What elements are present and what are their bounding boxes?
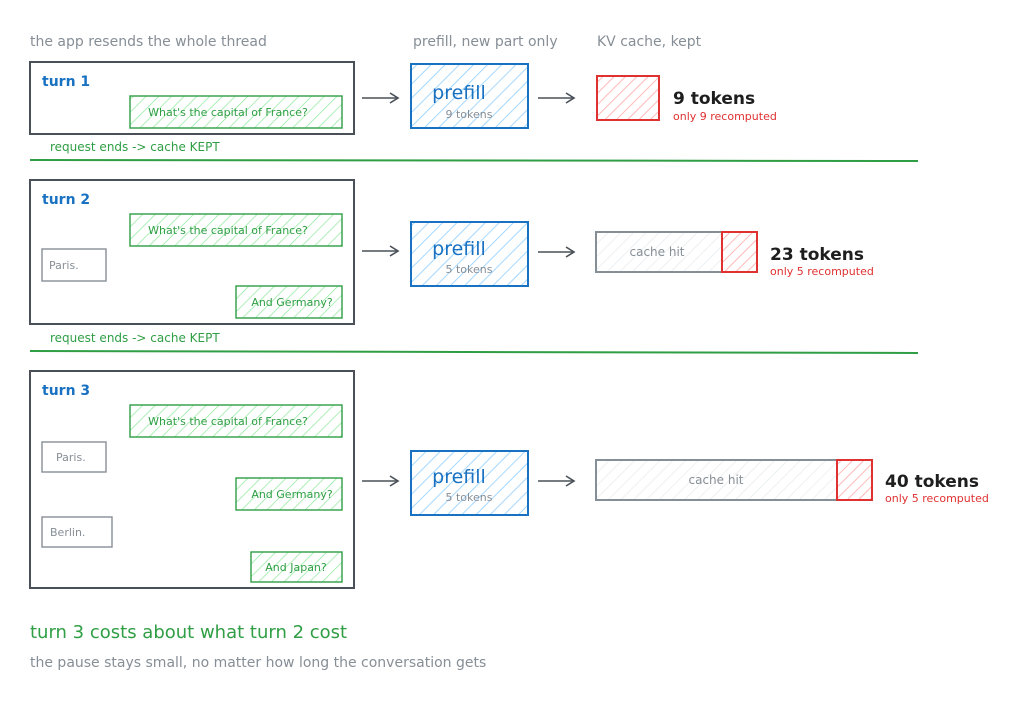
user-message-text: And Japan? — [265, 561, 327, 574]
turn-3-message-5: And Japan? — [250, 551, 343, 583]
turn-3-total-tokens: 40 tokens — [885, 472, 979, 492]
turn-2-arrow-to-prefill — [362, 245, 400, 257]
user-message-text: And Germany? — [251, 296, 333, 309]
turn-1-arrow-to-cache — [538, 92, 576, 104]
turn-2-row: turn 2 What's the capital of France? Par… — [29, 179, 874, 325]
turn-3-label: turn 3 — [42, 383, 90, 399]
turn-3-message-2: Paris. — [41, 441, 107, 473]
turn-3-row: turn 3 What's the capital of France? Par… — [29, 370, 989, 589]
user-message-box — [235, 477, 343, 511]
prefill-label: prefill — [432, 238, 486, 260]
turn-3-message-4: Berlin. — [41, 516, 113, 548]
turn-1-divider — [29, 159, 919, 162]
assistant-message-box — [41, 441, 107, 473]
user-message-text: And Germany? — [251, 488, 333, 501]
prefill-label: prefill — [432, 466, 486, 488]
summary-subtitle: the pause stays small, no matter how lon… — [30, 655, 486, 671]
turn-1-total-tokens: 9 tokens — [673, 89, 755, 109]
turn-2-message-1: What's the capital of France? — [129, 213, 343, 247]
turn-3-thread-frame — [29, 370, 355, 589]
turn-1-label: turn 1 — [42, 74, 90, 90]
user-message-box — [235, 285, 343, 319]
turn-2-prefill-box: prefill 5 tokens — [410, 221, 529, 287]
column-header-thread: the app resends the whole thread — [30, 34, 267, 50]
turn-2-thread-frame — [29, 179, 355, 325]
summary-title: turn 3 costs about what turn 2 cost — [30, 622, 347, 643]
prefill-token-count: 5 tokens — [446, 263, 493, 276]
turn-2-arrow-to-cache — [538, 246, 576, 258]
user-message-text: What's the capital of France? — [148, 415, 308, 428]
turn-2-total-tokens: 23 tokens — [770, 245, 864, 265]
turn-2-cache-hit-label: cache hit — [630, 245, 685, 259]
turn-1-recomputed-note: only 9 recomputed — [673, 110, 777, 123]
turn-2-cache-hit-block — [595, 231, 723, 273]
turn-2-recomputed-block — [721, 231, 758, 273]
user-message-text: What's the capital of France? — [148, 106, 308, 119]
assistant-message-box — [41, 248, 107, 282]
user-message-box — [129, 213, 343, 247]
turn-3-recomputed-note: only 5 recomputed — [885, 492, 989, 505]
turn-1-request-end-note: request ends -> cache KEPT — [50, 140, 220, 154]
user-message-box — [250, 551, 343, 583]
turn-2-divider — [29, 350, 919, 354]
turn-3-cache-hit-label: cache hit — [689, 473, 744, 487]
turn-2-request-end-note: request ends -> cache KEPT — [50, 331, 220, 345]
turn-3-prefill-box: prefill 5 tokens — [410, 450, 529, 516]
turn-1-recomputed-block — [596, 75, 660, 121]
turn-2-recomputed-note: only 5 recomputed — [770, 265, 874, 278]
assistant-message-text: Paris. — [49, 259, 79, 272]
turn-1-thread-frame — [29, 61, 355, 135]
turn-1-row: turn 1 What's the capital of France? pre… — [29, 61, 777, 135]
turn-1-prefill-box: prefill 9 tokens — [410, 63, 529, 129]
prefill-token-count: 9 tokens — [446, 108, 493, 121]
turn-1-message-1: What's the capital of France? — [129, 95, 343, 129]
user-message-box — [129, 95, 343, 129]
turn-3-message-3: And Germany? — [235, 477, 343, 511]
column-header-kv-cache: KV cache, kept — [597, 34, 702, 50]
turn-2-message-3: And Germany? — [235, 285, 343, 319]
turn-3-cache-hit-block — [595, 459, 838, 501]
turn-3-message-1: What's the capital of France? — [129, 404, 343, 438]
assistant-message-text: Paris. — [56, 451, 86, 464]
turn-1-arrow-to-prefill — [362, 92, 400, 104]
prefill-label: prefill — [432, 82, 486, 104]
assistant-message-text: Berlin. — [50, 526, 85, 539]
turn-3-arrow-to-prefill — [362, 475, 400, 487]
user-message-box — [129, 404, 343, 438]
turn-3-recomputed-block — [836, 459, 873, 501]
turn-2-message-2: Paris. — [41, 248, 107, 282]
prefill-token-count: 5 tokens — [446, 491, 493, 504]
column-header-prefill: prefill, new part only — [413, 34, 558, 50]
turn-3-arrow-to-cache — [538, 475, 576, 487]
turn-2-label: turn 2 — [42, 192, 90, 208]
assistant-message-box — [41, 516, 113, 548]
user-message-text: What's the capital of France? — [148, 224, 308, 237]
